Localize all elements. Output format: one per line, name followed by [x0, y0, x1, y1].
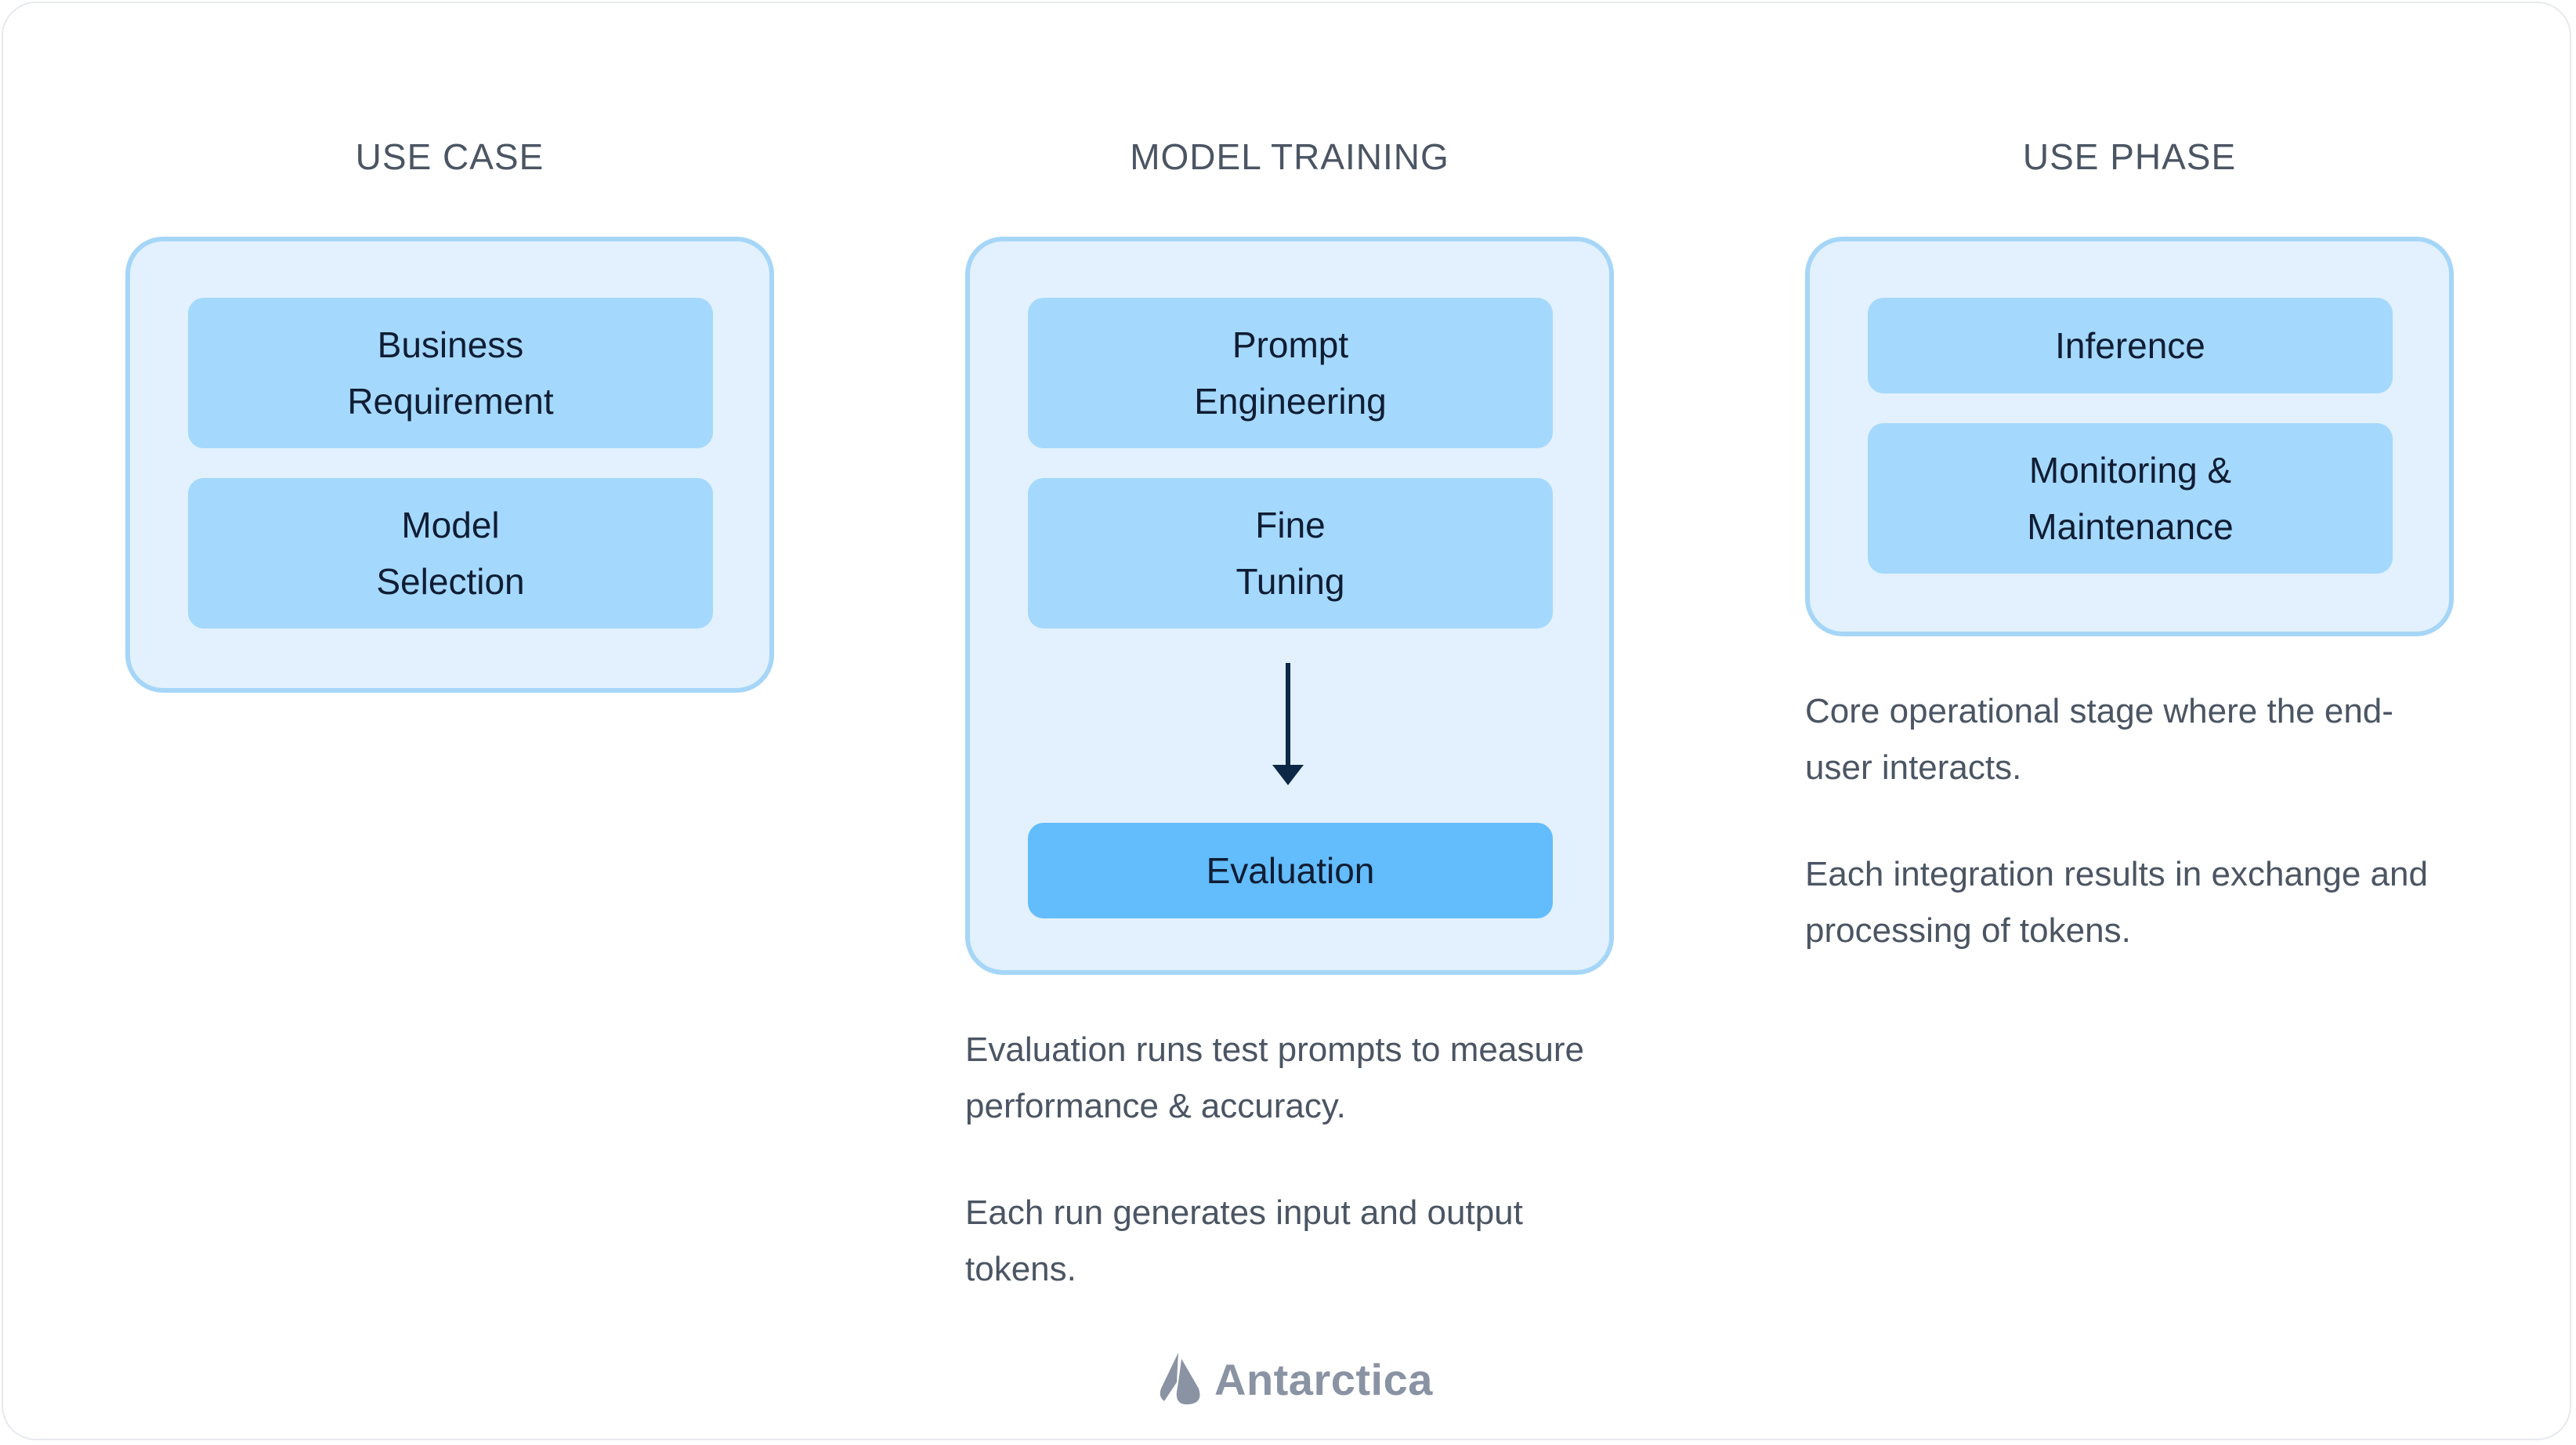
down-arrow-icon [1272, 663, 1304, 785]
antarctica-logo-icon [1160, 1353, 1200, 1405]
note-core-operational: Core operational stage where the end-use… [1805, 692, 2393, 787]
brand-name: Antarctica [1214, 1354, 1433, 1404]
step-fine-tuning: Fine Tuning [1028, 478, 1553, 628]
use-phase-notes: Core operational stage where the end-use… [1805, 683, 2455, 1009]
step-evaluation: Evaluation [1028, 823, 1553, 918]
stage-use-phase: Inference Monitoring & Maintenance [1805, 237, 2454, 636]
step-model-selection: Model Selection [188, 478, 713, 628]
stage-use-case: Business Requirement Model Selection [125, 237, 774, 693]
column-title-use-phase: USE PHASE [2022, 136, 2237, 177]
step-business-requirement: Business Requirement [188, 298, 713, 448]
stage-model-training: Prompt Engineering Fine Tuning Evaluatio… [965, 237, 1614, 975]
note-integration: Each integration results in exchange and… [1805, 855, 2428, 950]
step-monitoring-maintenance: Monitoring & Maintenance [1868, 423, 2393, 574]
column-title-model-training: MODEL TRAINING [1130, 136, 1449, 177]
model-training-notes: Evaluation runs test prompts to measure … [965, 1022, 1615, 1348]
note-tokens: Each run generates input and output toke… [965, 1193, 1523, 1288]
note-evaluation: Evaluation runs test prompts to measure … [965, 1030, 1584, 1125]
step-inference: Inference [1868, 298, 2393, 393]
column-title-use-case: USE CASE [355, 136, 545, 177]
step-prompt-engineering: Prompt Engineering [1028, 298, 1553, 448]
brand-logo: Antarctica [1158, 1348, 1433, 1411]
